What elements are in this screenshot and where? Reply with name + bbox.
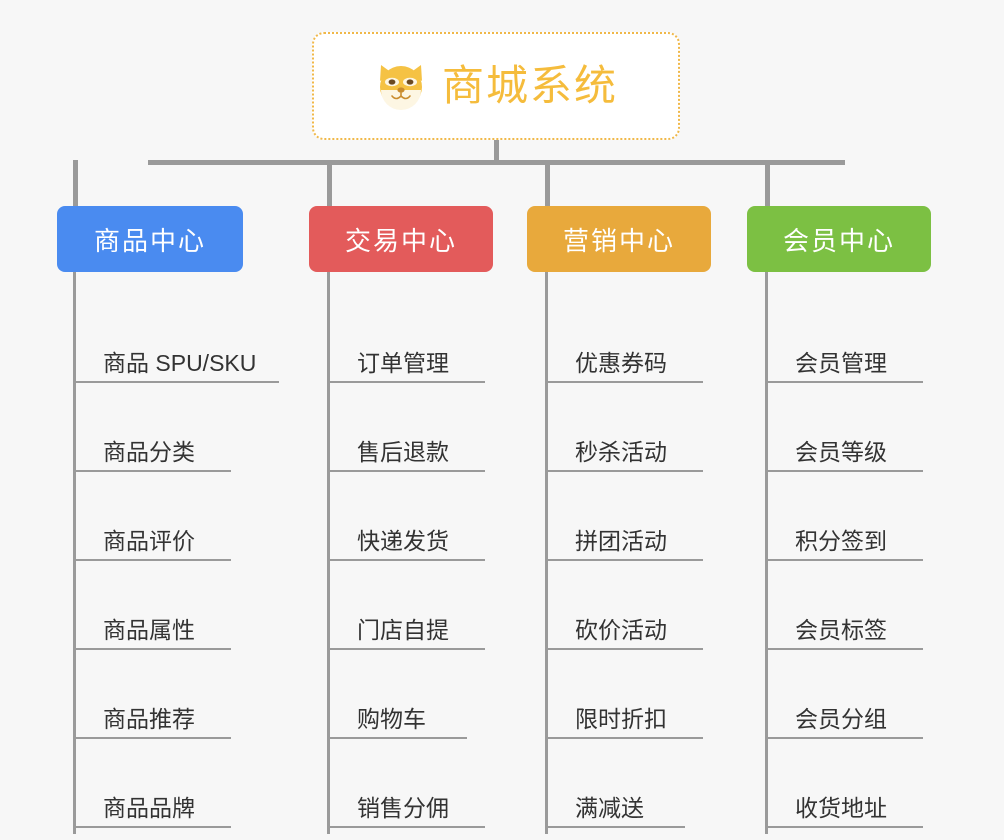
leaf-item[interactable]: 会员分组	[765, 650, 923, 739]
leaf-item-underline	[327, 470, 485, 472]
leaf-item-label: 售后退款	[357, 438, 449, 465]
category-label-1: 交易中心	[344, 225, 457, 256]
leaf-item[interactable]: 拼团活动	[545, 472, 703, 561]
leaf-item-label: 限时折扣	[575, 705, 667, 732]
connector-horizontal-bus	[148, 160, 845, 165]
connector-drop-3	[765, 160, 770, 206]
leaf-item[interactable]: 优惠券码	[545, 294, 703, 383]
leaf-item-underline	[73, 381, 279, 383]
leaf-item-underline	[327, 559, 485, 561]
leaf-spine	[73, 272, 76, 834]
leaf-item[interactable]: 积分签到	[765, 472, 923, 561]
leaf-item-label: 商品 SPU/SKU	[103, 349, 257, 376]
leaf-item[interactable]: 销售分佣	[327, 739, 485, 828]
leaf-item-label: 商品分类	[103, 438, 195, 465]
leaf-item-underline	[73, 470, 231, 472]
leaf-spine	[545, 272, 548, 834]
leaf-item-label: 优惠券码	[575, 349, 667, 376]
leaf-item-underline	[545, 470, 703, 472]
leaf-item-underline	[73, 826, 231, 828]
leaf-item-label: 购物车	[357, 705, 426, 732]
leaf-item-label: 砍价活动	[575, 616, 667, 643]
leaf-item-label: 积分签到	[795, 527, 887, 554]
leaf-item-underline	[545, 381, 703, 383]
leaf-item-underline	[327, 826, 485, 828]
leaf-item[interactable]: 秒杀活动	[545, 383, 703, 472]
leaf-item-label: 快递发货	[357, 527, 449, 554]
leaf-spine	[327, 272, 330, 834]
category-box-3[interactable]: 会员中心	[747, 206, 931, 272]
leaf-item[interactable]: 商品属性	[73, 561, 231, 650]
leaf-item[interactable]: 砍价活动	[545, 561, 703, 650]
leaf-item-label: 会员管理	[795, 349, 887, 376]
leaf-item-underline	[545, 826, 685, 828]
leaf-item-underline	[327, 648, 485, 650]
leaf-item-underline	[73, 737, 231, 739]
connector-drop-1	[327, 160, 332, 206]
leaf-item-underline	[765, 470, 923, 472]
category-label-0: 商品中心	[93, 225, 206, 256]
leaf-item-underline	[545, 648, 703, 650]
leaf-item-label: 拼团活动	[575, 527, 667, 554]
leaf-item[interactable]: 商品 SPU/SKU	[73, 294, 279, 383]
leaf-item-underline	[73, 559, 231, 561]
leaf-item[interactable]: 会员管理	[765, 294, 923, 383]
leaf-item[interactable]: 满减送	[545, 739, 685, 828]
shiba-dog-icon	[374, 61, 428, 111]
leaf-item[interactable]: 商品品牌	[73, 739, 231, 828]
leaf-item-label: 秒杀活动	[575, 438, 667, 465]
leaf-item-label: 订单管理	[357, 349, 449, 376]
category-box-1[interactable]: 交易中心	[309, 206, 493, 272]
leaf-item[interactable]: 购物车	[327, 650, 467, 739]
leaf-item-underline	[545, 737, 703, 739]
root-node[interactable]: 商城系统	[312, 32, 680, 140]
leaf-item[interactable]: 收货地址	[765, 739, 923, 828]
category-label-2: 营销中心	[562, 225, 675, 256]
leaf-item[interactable]: 商品评价	[73, 472, 231, 561]
leaf-item[interactable]: 商品推荐	[73, 650, 231, 739]
leaf-item[interactable]: 商品分类	[73, 383, 231, 472]
root-title: 商城系统	[441, 62, 618, 109]
leaf-item[interactable]: 会员标签	[765, 561, 923, 650]
leaf-item-underline	[765, 737, 923, 739]
leaf-item-label: 会员分组	[795, 705, 887, 732]
category-box-2[interactable]: 营销中心	[527, 206, 711, 272]
leaf-item-label: 会员标签	[795, 616, 887, 643]
leaf-item-underline	[765, 381, 923, 383]
leaf-item-label: 商品推荐	[103, 705, 195, 732]
leaf-item-label: 满减送	[575, 794, 644, 821]
category-box-0[interactable]: 商品中心	[57, 206, 243, 272]
leaf-item[interactable]: 门店自提	[327, 561, 485, 650]
leaf-spine	[765, 272, 768, 834]
leaf-item-label: 门店自提	[357, 616, 449, 643]
leaf-item-underline	[327, 737, 467, 739]
connector-drop-2	[545, 160, 550, 206]
category-label-3: 会员中心	[782, 225, 895, 256]
leaf-item-underline	[765, 648, 923, 650]
leaf-item-underline	[327, 381, 485, 383]
leaf-item[interactable]: 订单管理	[327, 294, 485, 383]
leaf-item-label: 商品评价	[103, 527, 195, 554]
leaf-item[interactable]: 快递发货	[327, 472, 485, 561]
leaf-item-underline	[765, 559, 923, 561]
connector-drop-0	[73, 160, 78, 206]
leaf-item-underline	[73, 648, 231, 650]
leaf-item-label: 商品品牌	[103, 794, 195, 821]
leaf-item[interactable]: 会员等级	[765, 383, 923, 472]
leaf-item-label: 会员等级	[795, 438, 887, 465]
leaf-item-underline	[545, 559, 703, 561]
leaf-item-underline	[765, 826, 923, 828]
leaf-item-label: 销售分佣	[357, 794, 449, 821]
leaf-item[interactable]: 限时折扣	[545, 650, 703, 739]
leaf-item-label: 收货地址	[795, 794, 887, 821]
leaf-item-label: 商品属性	[103, 616, 195, 643]
leaf-item[interactable]: 售后退款	[327, 383, 485, 472]
connector-root-stem	[494, 140, 499, 162]
